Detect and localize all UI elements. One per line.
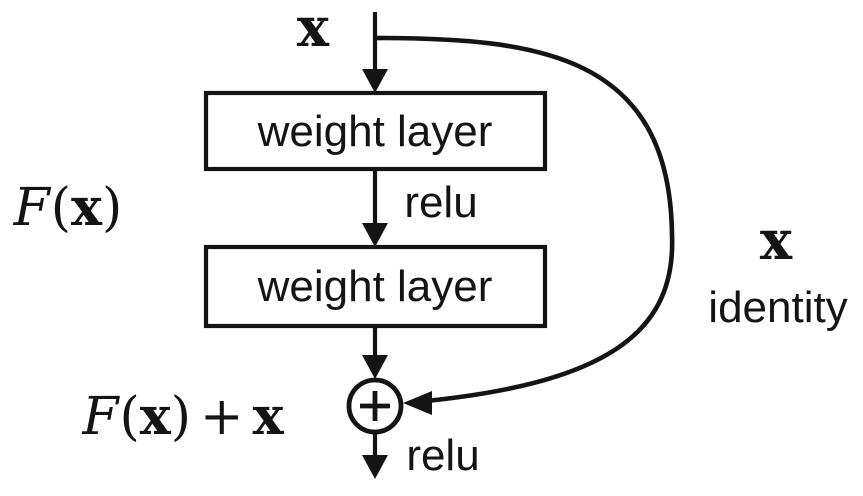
residual-function-label: F(x)	[14, 182, 123, 235]
weight-layer-1-box	[203, 90, 548, 172]
input-label: x	[296, 0, 330, 59]
output-sum-label: F(x)+x	[82, 391, 283, 444]
math-f: F	[82, 387, 119, 447]
relu-output-label: relu	[406, 431, 480, 480]
input-arrowhead-icon	[362, 69, 388, 93]
math-arg-x2: x	[252, 386, 284, 447]
relu-mid-label: relu	[404, 178, 478, 227]
pre-add-arrowhead-icon	[362, 355, 388, 379]
math-close-paren: )	[170, 387, 192, 447]
skip-x-label: x	[759, 208, 793, 272]
math-open-paren: (	[119, 387, 140, 447]
skip-connection-curve	[374, 35, 675, 405]
skip-arrowhead-icon	[403, 391, 432, 415]
math-plus: +	[200, 387, 244, 447]
math-close-paren: )	[102, 178, 123, 238]
math-arg-x: x	[71, 177, 103, 238]
weight-layer-1-label: weight layer	[257, 107, 493, 156]
identity-label: identity	[708, 283, 848, 332]
mid-arrowhead-icon	[362, 223, 388, 247]
math-open-paren: (	[50, 178, 72, 238]
weight-layer-2-box	[203, 244, 548, 329]
weight-layer-2-label: weight layer	[257, 262, 493, 311]
math-f: F	[13, 178, 50, 238]
plus-icon	[360, 391, 390, 421]
math-arg-x: x	[139, 386, 171, 447]
output-arrowhead-icon	[362, 455, 388, 479]
